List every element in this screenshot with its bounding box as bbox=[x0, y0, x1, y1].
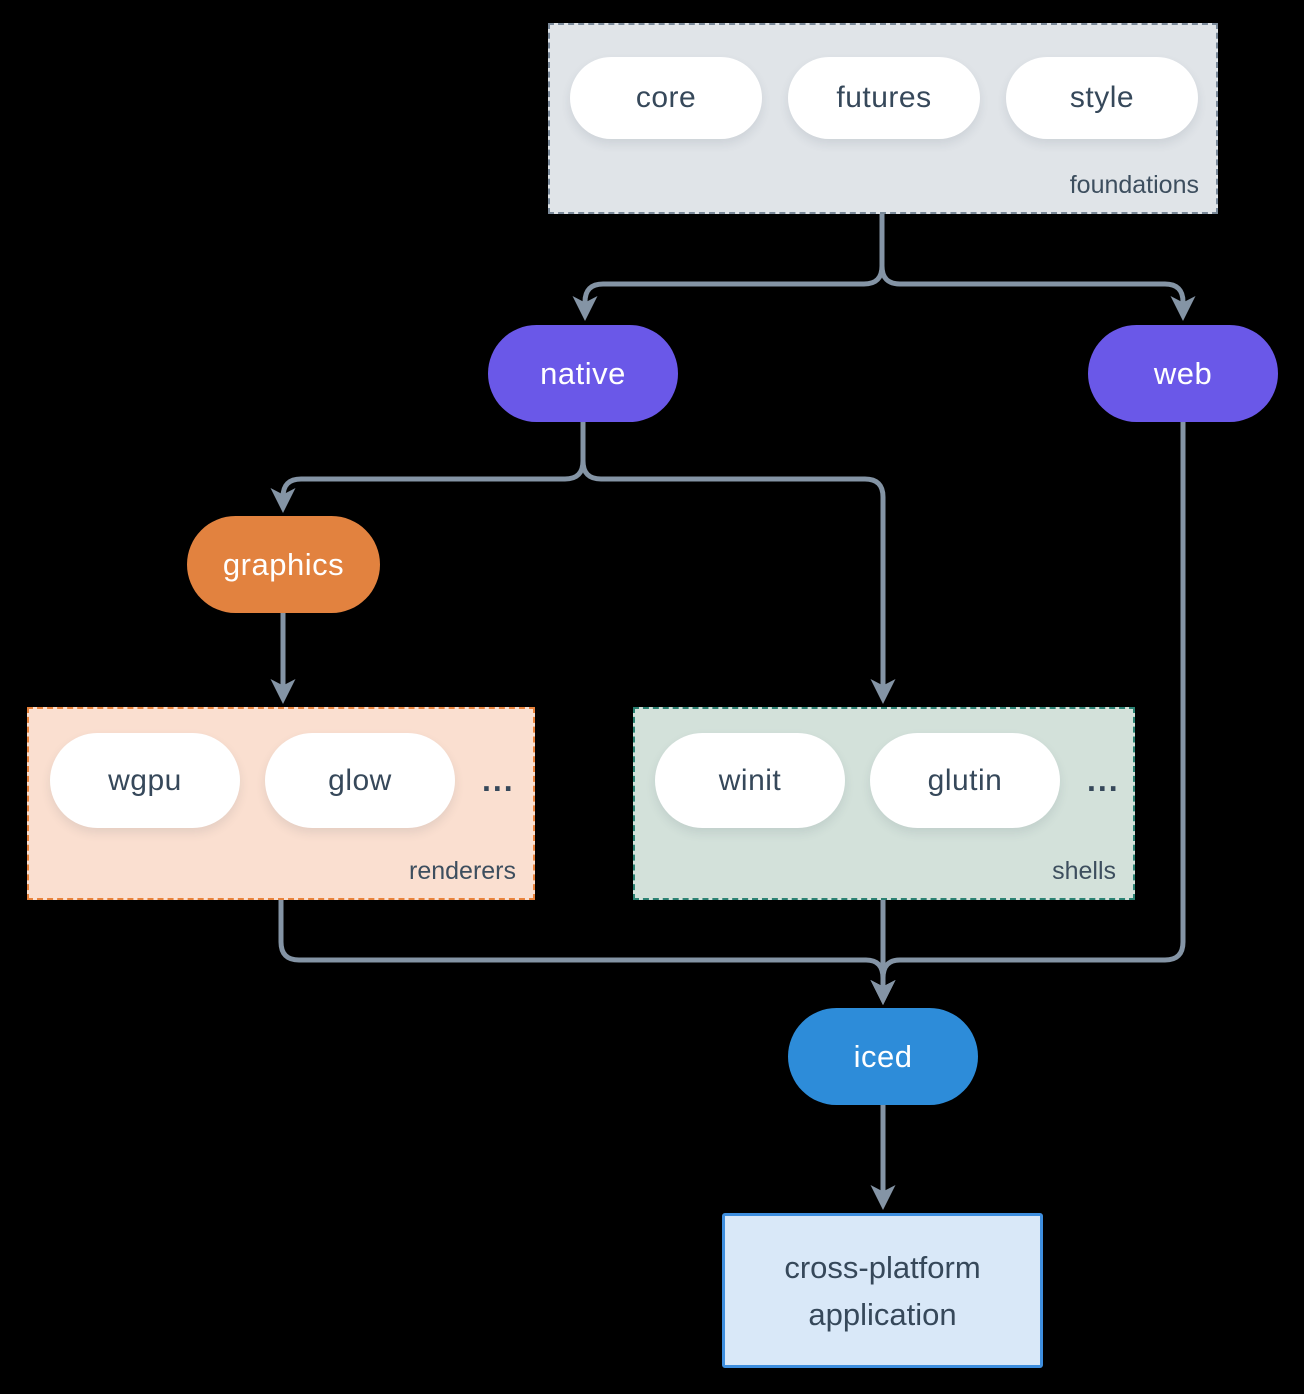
node-graphics: graphics bbox=[187, 516, 380, 613]
node-futures-label: futures bbox=[836, 81, 932, 114]
node-glutin-label: glutin bbox=[927, 763, 1003, 797]
shells-group: winit glutin ... shells bbox=[633, 707, 1135, 900]
node-core-label: core bbox=[635, 81, 697, 114]
node-futures: futures bbox=[788, 57, 980, 139]
node-web-label: web bbox=[1153, 355, 1213, 391]
node-winit: winit bbox=[655, 733, 845, 828]
shells-pill-row: winit glutin ... bbox=[655, 733, 1120, 828]
node-native: native bbox=[488, 325, 678, 422]
renderers-group-label: renderers bbox=[409, 857, 516, 885]
node-glutin: glutin bbox=[870, 733, 1060, 828]
node-wgpu-label: wgpu bbox=[108, 763, 182, 797]
node-iced-label: iced bbox=[853, 1038, 913, 1074]
node-winit-label: winit bbox=[718, 763, 782, 797]
foundations-pill-row: core futures style bbox=[570, 57, 1224, 139]
node-native-label: native bbox=[540, 355, 626, 391]
node-cross-platform-application: cross-platform application bbox=[722, 1213, 1043, 1368]
renderers-group: wgpu glow ... renderers bbox=[27, 707, 535, 900]
shells-group-label: shells bbox=[1052, 857, 1116, 885]
renderers-pill-row: wgpu glow ... bbox=[50, 733, 515, 828]
foundations-group-label: foundations bbox=[1069, 171, 1199, 199]
edge-foundations-native bbox=[572, 214, 885, 321]
node-glow: glow bbox=[265, 733, 455, 828]
node-graphics-label: graphics bbox=[222, 546, 345, 582]
edge-native-graphics bbox=[270, 422, 586, 513]
node-wgpu: wgpu bbox=[50, 733, 240, 828]
foundations-group: core futures style foundations bbox=[548, 23, 1218, 214]
node-iced: iced bbox=[788, 1008, 978, 1105]
shells-ellipsis: ... bbox=[1087, 762, 1120, 798]
renderers-ellipsis: ... bbox=[482, 762, 515, 798]
node-style-label: style bbox=[1069, 81, 1135, 114]
edge-native-shells bbox=[580, 422, 896, 704]
application-label-line1: cross-platform bbox=[784, 1249, 981, 1285]
edge-foundations-web bbox=[879, 214, 1196, 321]
node-core: core bbox=[570, 57, 762, 139]
application-label-line2: application bbox=[808, 1296, 957, 1332]
node-web: web bbox=[1088, 325, 1278, 422]
edge-renderers-iced bbox=[278, 900, 896, 1005]
node-style: style bbox=[1006, 57, 1198, 139]
node-glow-label: glow bbox=[328, 763, 392, 797]
